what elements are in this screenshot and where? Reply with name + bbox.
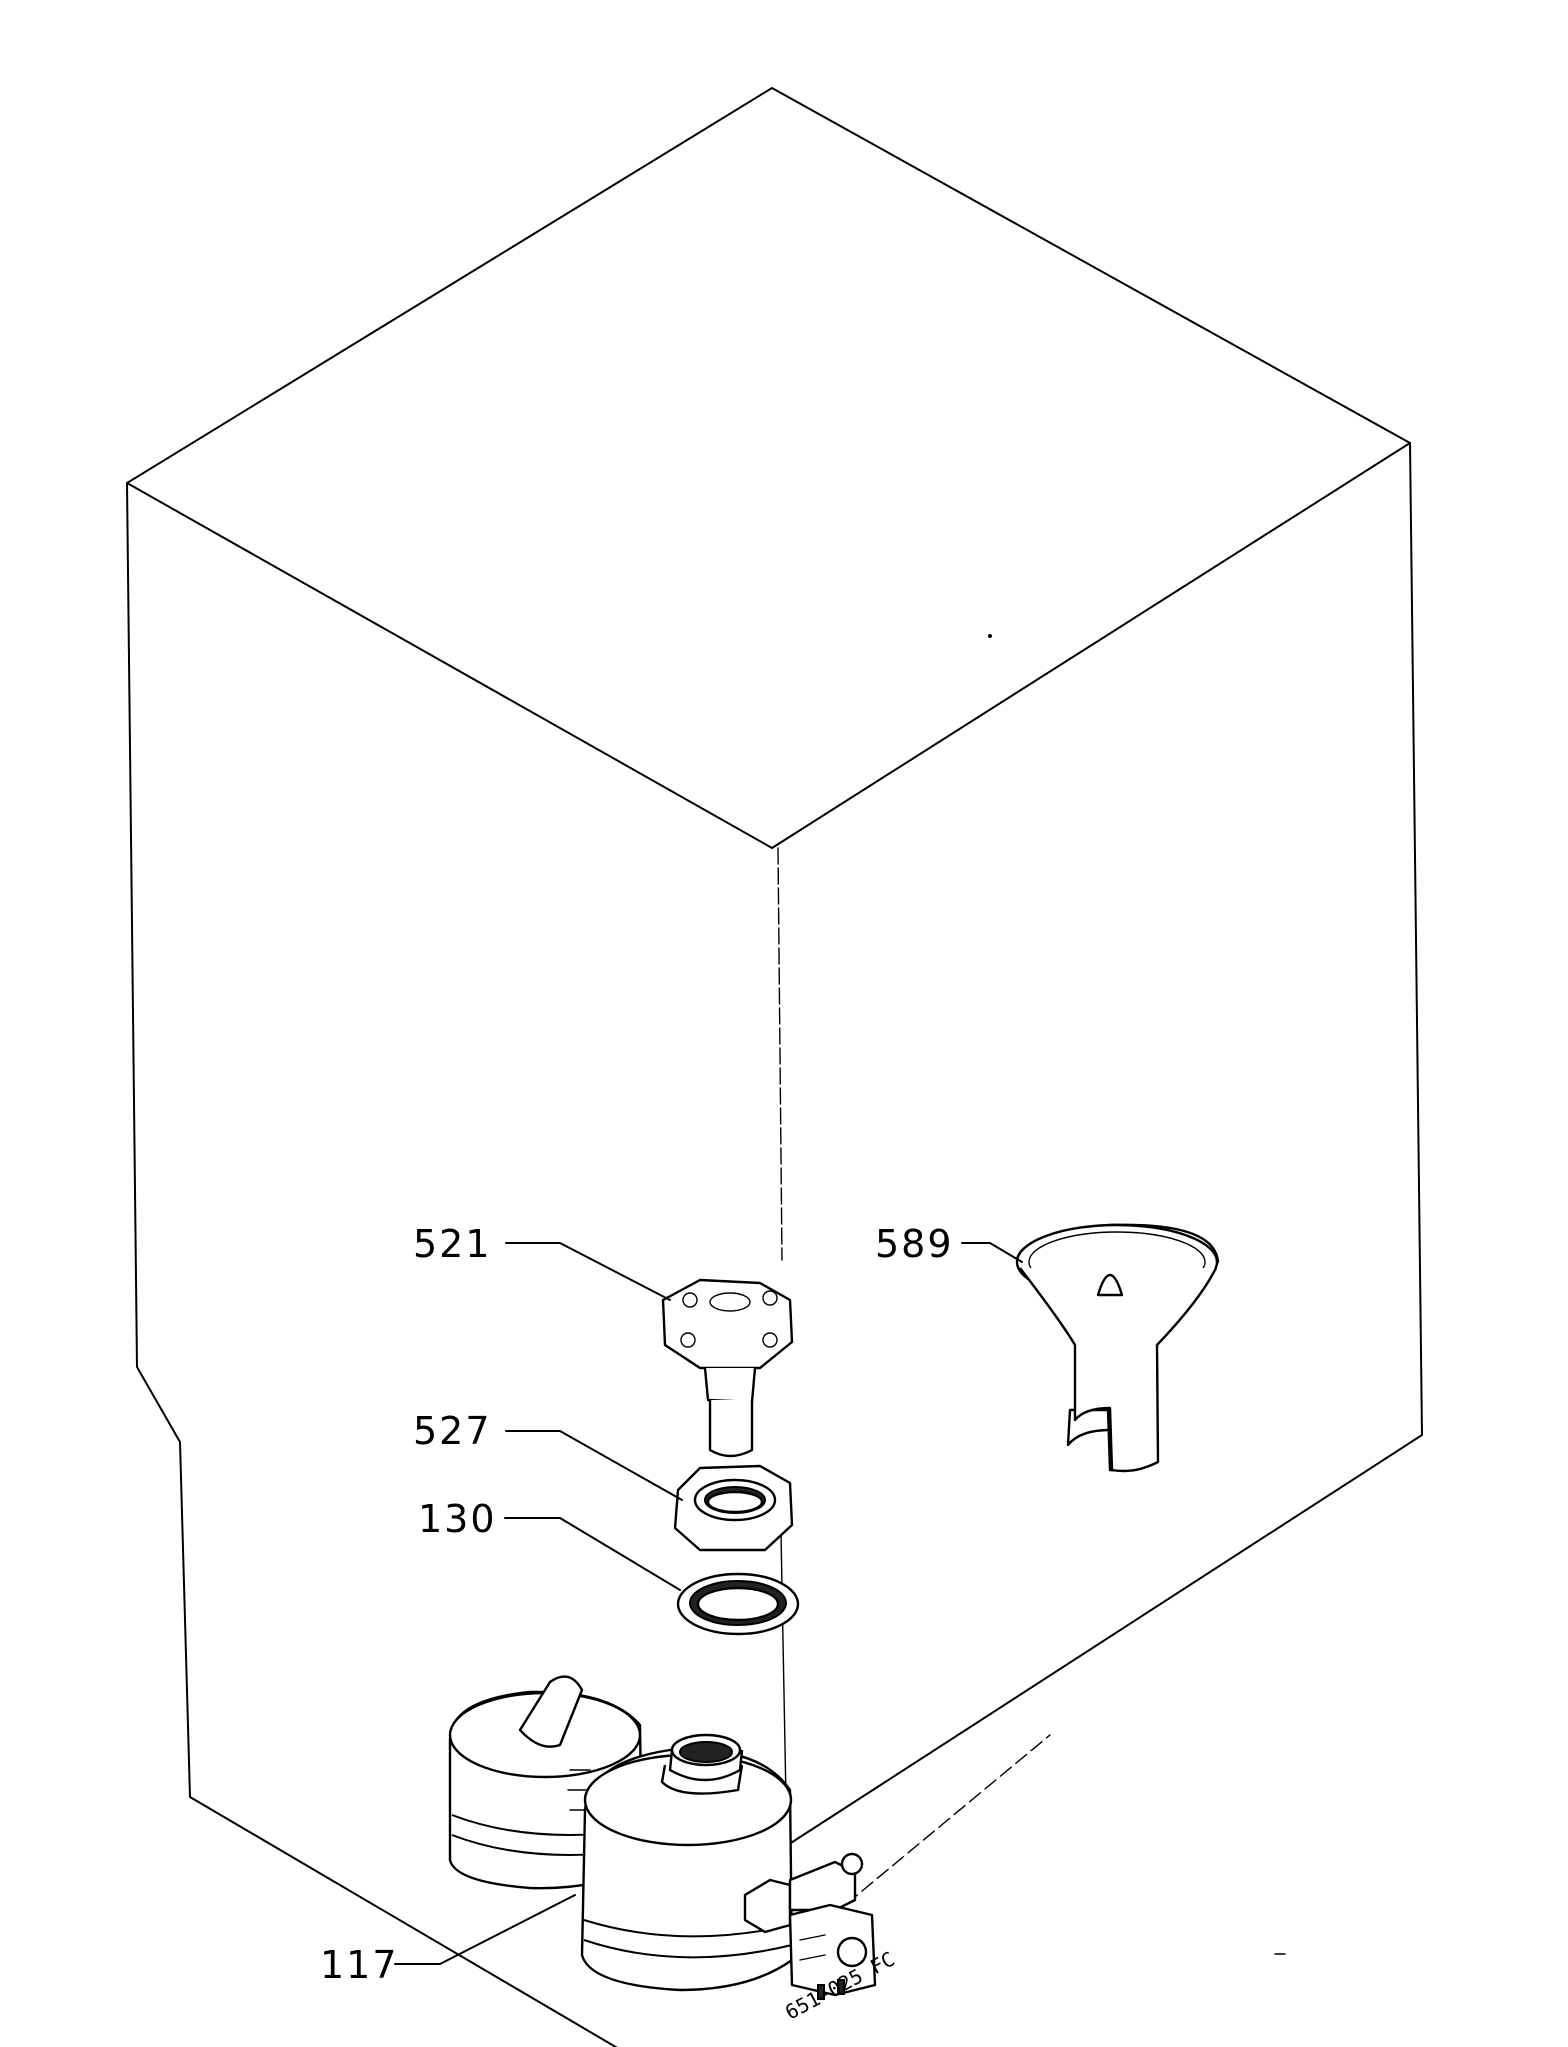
part-117-canister-assembly <box>448 1675 877 2000</box>
callout-527: 527 <box>413 1409 683 1501</box>
cabinet-outline <box>126 87 1423 2047</box>
part-130-gasket <box>676 1572 800 1636</box>
callout-521-label: 521 <box>413 1222 492 1266</box>
callout-117: 117 <box>320 1894 576 1987</box>
part-527-hex-nut <box>673 1464 794 1552</box>
callout-589: 589 <box>875 1222 1023 1266</box>
callout-521: 521 <box>413 1222 671 1301</box>
callout-527-label: 527 <box>413 1409 492 1453</box>
callout-130: 130 <box>418 1497 681 1591</box>
callout-130-label: 130 <box>418 1497 497 1541</box>
callout-589-label: 589 <box>875 1222 954 1266</box>
callout-117-label: 117 <box>320 1943 399 1987</box>
stray-dot <box>988 634 992 638</box>
part-589-funnel <box>1015 1223 1220 1473</box>
part-521-tap <box>661 1278 794 1458</box>
